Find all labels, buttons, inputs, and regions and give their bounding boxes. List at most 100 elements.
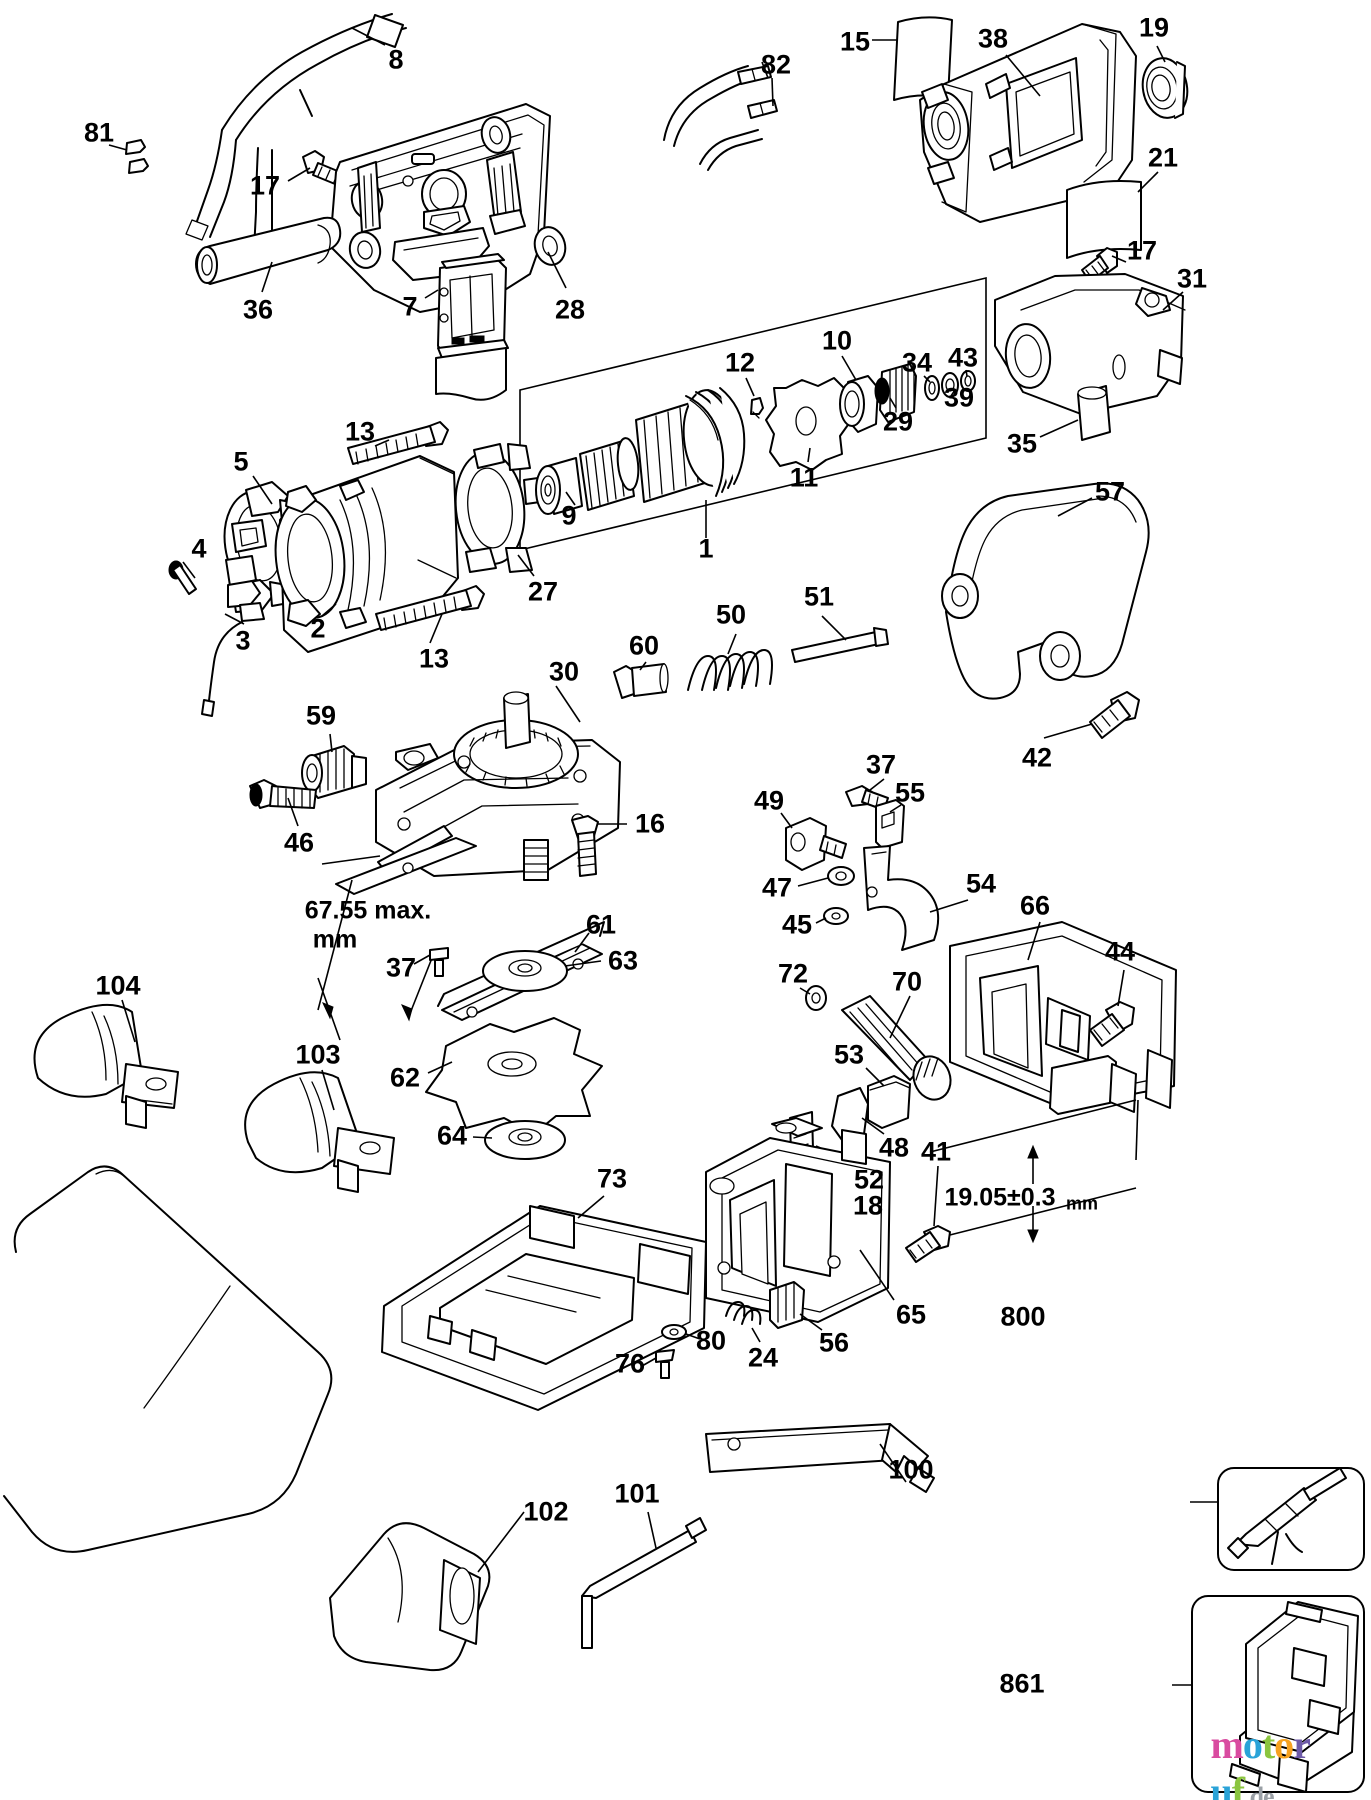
- part-callout-18: 18: [852, 1190, 884, 1221]
- part-63-flange: [482, 950, 602, 992]
- part-861-case-box: [1172, 1595, 1365, 1793]
- part-callout-13: 13: [418, 643, 450, 674]
- part-callout-66: 66: [1019, 890, 1051, 921]
- part-callout-56: 56: [818, 1327, 850, 1358]
- part-callout-12: 12: [724, 347, 756, 378]
- part-callout-46: 46: [283, 827, 315, 858]
- part-8-cord: [185, 13, 407, 265]
- part-callout-50: 50: [715, 599, 747, 630]
- site-watermark: motoruf.de: [1210, 1722, 1311, 1800]
- part-callout-60: 60: [628, 630, 660, 661]
- part-47-washer: [797, 866, 855, 887]
- part-callout-17: 17: [249, 170, 281, 201]
- part-callout-81: 81: [83, 117, 115, 148]
- part-callout-4: 4: [191, 533, 207, 564]
- part-50-spring: [687, 633, 773, 691]
- part-callout-76: 76: [614, 1348, 646, 1379]
- part-callout-101: 101: [614, 1478, 660, 1509]
- part-callout-44: 44: [1104, 936, 1136, 967]
- part-callout-2: 2: [310, 613, 326, 644]
- dimension-blade-offset-unit: mm: [1065, 1193, 1099, 1214]
- part-42-screw: [1043, 691, 1140, 739]
- part-callout-19: 19: [1138, 12, 1170, 43]
- part-callout-45: 45: [781, 909, 813, 940]
- part-100-bracket: [705, 1423, 935, 1493]
- part-36-grip: [195, 216, 342, 293]
- part-3-brush: [201, 580, 265, 717]
- part-callout-11: 11: [789, 462, 819, 493]
- part-1-armature-assembly: [535, 387, 746, 538]
- part-callout-28: 28: [554, 294, 586, 325]
- part-callout-38: 38: [977, 23, 1009, 54]
- part-callout-13: 13: [344, 416, 376, 447]
- part-callout-3: 3: [235, 625, 251, 656]
- part-37-screw-a: [413, 947, 449, 977]
- part-53-block: [865, 1067, 911, 1129]
- part-102-dust-bag: [3, 1165, 525, 1672]
- dimension-blade-offset-value: 19.05±0.3: [944, 1183, 1056, 1212]
- part-callout-104: 104: [95, 970, 141, 1001]
- part-27-baffle: [454, 443, 541, 577]
- part-callout-5: 5: [233, 446, 249, 477]
- part-70-shaft: [841, 995, 952, 1101]
- part-callout-34: 34: [901, 347, 933, 378]
- part-callout-30: 30: [548, 656, 580, 687]
- part-callout-21: 21: [1147, 142, 1179, 173]
- dimension-slide-travel-line2: mm: [312, 925, 358, 954]
- part-callout-73: 73: [596, 1163, 628, 1194]
- part-callout-53: 53: [833, 1039, 865, 1070]
- part-callout-15: 15: [839, 26, 871, 57]
- part-callout-16: 16: [634, 808, 666, 839]
- part-callout-8: 8: [388, 44, 404, 75]
- part-callout-59: 59: [305, 700, 337, 731]
- part-65-base-frame: [705, 1099, 1139, 1323]
- part-30-gearbox: [321, 685, 621, 895]
- part-callout-65: 65: [895, 1299, 927, 1330]
- part-callout-37: 37: [385, 952, 417, 983]
- part-51-rod: [791, 615, 889, 663]
- part-13-long-screw-lower: [375, 585, 485, 644]
- part-45-washer: [815, 907, 849, 925]
- part-callout-31: 31: [1176, 263, 1208, 294]
- part-76-screw: [641, 1349, 675, 1379]
- part-81-clips: [108, 139, 149, 174]
- part-64-flange: [472, 1120, 566, 1160]
- part-59-knob: [301, 733, 367, 799]
- part-29-pinion: [874, 363, 917, 423]
- part-callout-54: 54: [965, 868, 997, 899]
- part-callout-800: 800: [1000, 1301, 1046, 1332]
- part-43-circlip: [960, 369, 976, 392]
- part-callout-55: 55: [894, 777, 926, 808]
- part-103-dust-adapter: [244, 1069, 395, 1193]
- part-callout-51: 51: [803, 581, 835, 612]
- part-55-block: [875, 799, 905, 849]
- part-callout-52: 52: [853, 1164, 885, 1195]
- part-104-dust-adapter: [33, 999, 179, 1129]
- part-callout-103: 103: [295, 1039, 341, 1070]
- part-41-screw: [905, 1165, 951, 1263]
- part-24-spring: [725, 1301, 762, 1343]
- part-callout-72: 72: [777, 958, 809, 989]
- part-callout-63: 63: [607, 945, 639, 976]
- part-callout-861: 861: [999, 1668, 1045, 1699]
- part-49-pivot: [780, 812, 847, 871]
- part-7-switch: [424, 253, 509, 401]
- part-39-washer: [941, 372, 959, 398]
- part-callout-27: 27: [527, 576, 559, 607]
- part-callout-43: 43: [947, 342, 979, 373]
- part-fan-blades: [682, 387, 746, 497]
- part-callout-49: 49: [753, 785, 785, 816]
- part-callout-57: 57: [1094, 476, 1126, 507]
- part-callout-82: 82: [760, 49, 792, 80]
- part-callout-61: 61: [585, 909, 617, 940]
- part-callout-41: 41: [920, 1136, 952, 1167]
- part-callout-100: 100: [888, 1454, 934, 1485]
- part-callout-7: 7: [402, 291, 418, 322]
- part-callout-37: 37: [865, 749, 897, 780]
- part-73-base-plate: [381, 1195, 707, 1411]
- part-callout-9: 9: [561, 500, 577, 531]
- dimension-slide-travel-line1: 67.55 max.: [304, 896, 432, 925]
- part-35-sleeve: [1039, 385, 1111, 441]
